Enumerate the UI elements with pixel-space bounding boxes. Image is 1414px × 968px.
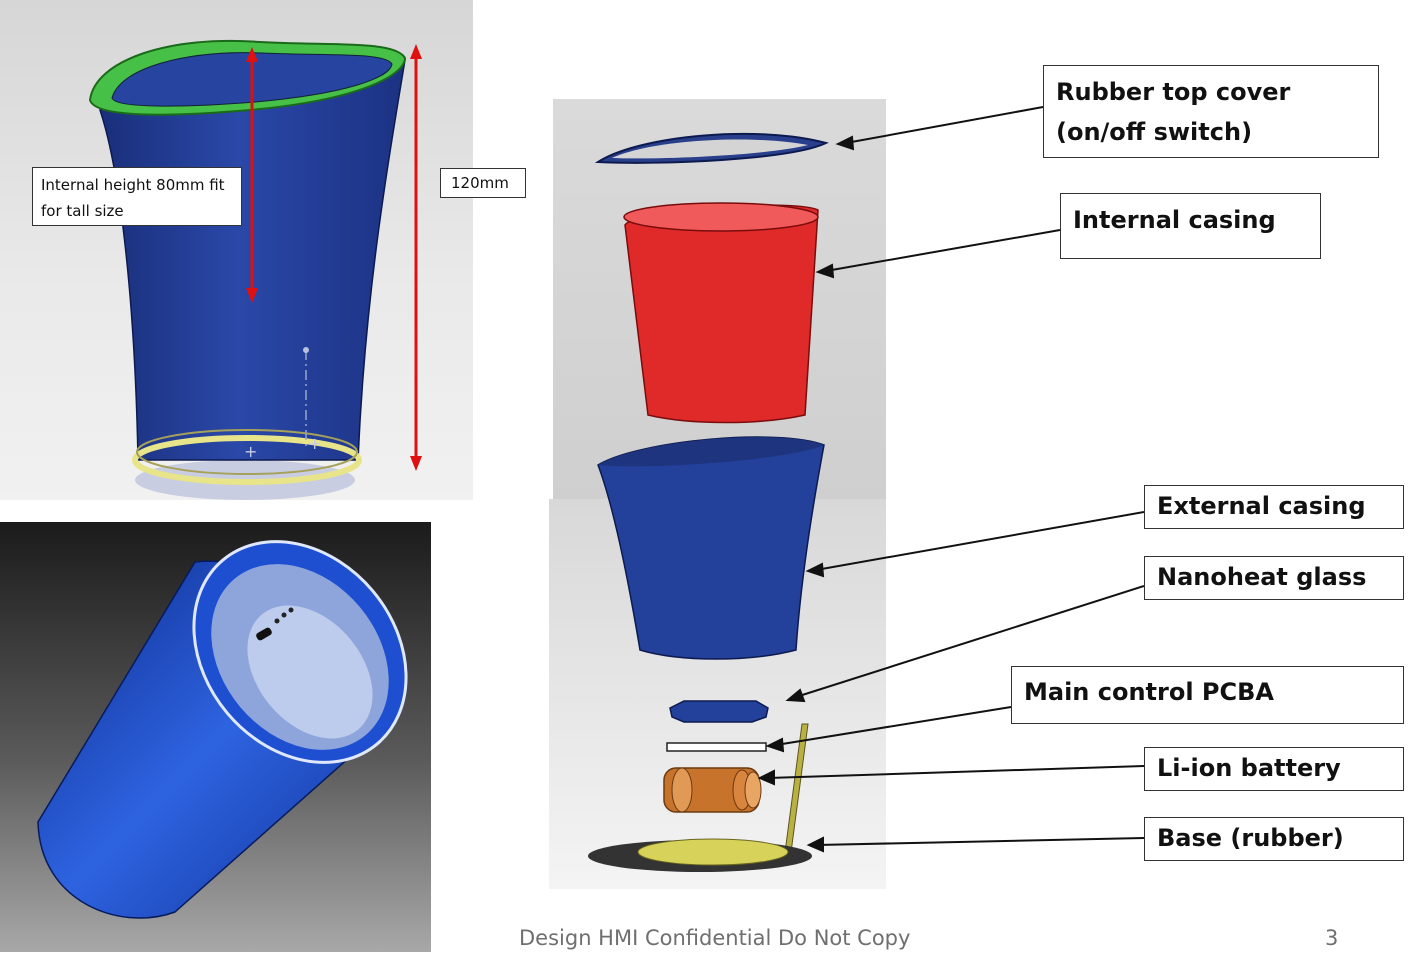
svg-text:+: + <box>308 434 321 453</box>
external-casing-part <box>597 436 825 660</box>
label-internal-casing: Internal casing <box>1060 193 1321 259</box>
confidential-footer: Design HMI Confidential Do Not Copy <box>519 926 911 950</box>
label-nanoheat-glass: Nanoheat glass <box>1144 556 1404 600</box>
nanoheat-glass-part <box>669 700 769 723</box>
battery-part <box>663 767 762 813</box>
svg-text:+: + <box>244 442 257 461</box>
internal-casing-part <box>623 202 819 424</box>
label-main-control-pcba: Main control PCBA <box>1011 666 1404 724</box>
page-number: 3 <box>1325 926 1339 950</box>
internal-height-annotation: Internal height 80mm fit for tall size <box>32 167 242 226</box>
label-external-casing: External casing <box>1144 485 1404 529</box>
label-rubber-top-cover: Rubber top cover (on/off switch) <box>1043 65 1379 158</box>
leader-lines <box>757 106 1145 853</box>
label-li-ion-battery: Li-ion battery <box>1144 747 1404 791</box>
cup-side-view-illustration: + + <box>88 39 422 500</box>
cup-perspective-illustration <box>37 540 408 919</box>
rubber-top-cover-part <box>594 132 829 164</box>
base-part <box>588 838 812 872</box>
label-base-rubber: Base (rubber) <box>1144 817 1404 861</box>
total-height-annotation: 120mm <box>440 168 526 198</box>
